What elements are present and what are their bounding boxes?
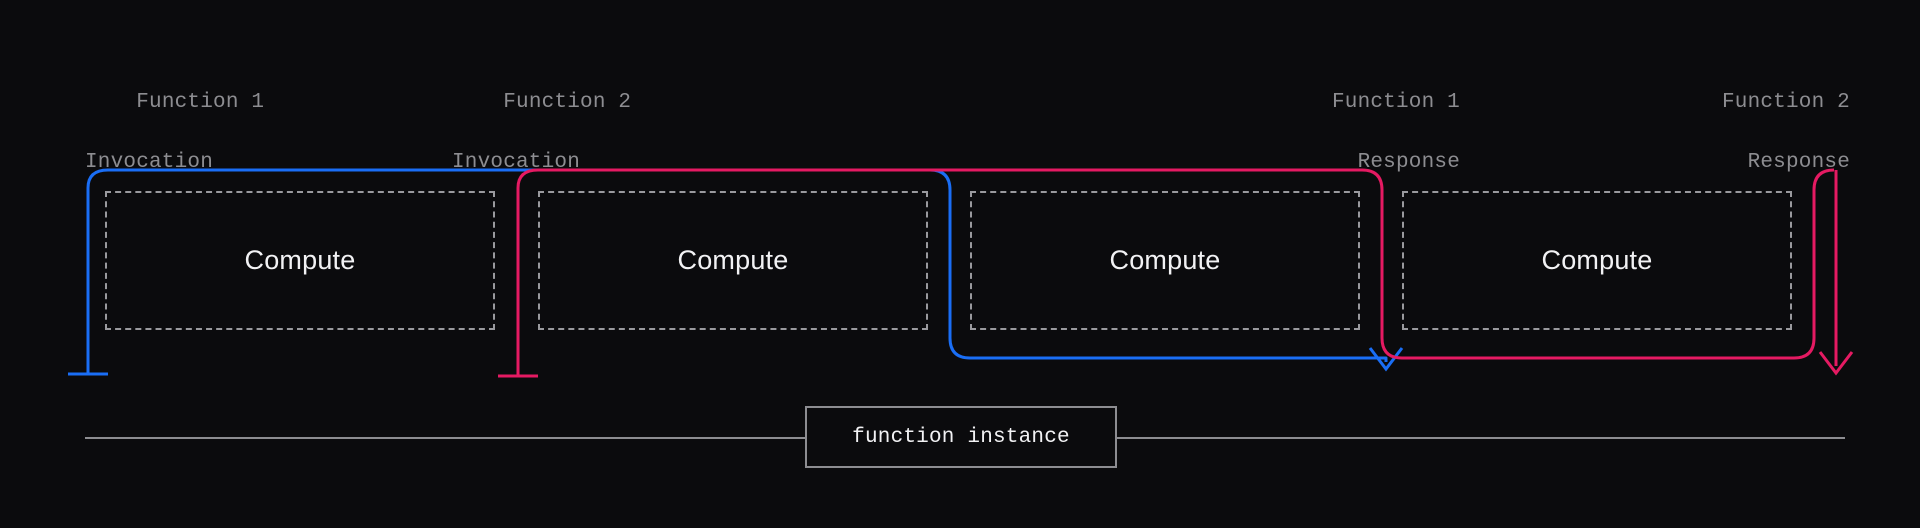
function-1-arrow-icon xyxy=(1368,347,1404,372)
compute-label: Compute xyxy=(677,245,789,275)
label-function-1-response: Function 1 Response xyxy=(1200,58,1460,238)
label-line-2: Invocation xyxy=(85,151,214,174)
compute-label: Compute xyxy=(244,245,356,275)
compute-box-1: Compute xyxy=(105,191,495,330)
label-line-1: Function 1 xyxy=(1331,91,1460,114)
compute-box-4: Compute xyxy=(1402,191,1792,330)
label-line-1: Function 2 xyxy=(1721,91,1850,114)
label-function-2-invocation: Function 2 Invocation xyxy=(452,58,712,238)
function-2-arrow-icon xyxy=(1818,351,1854,376)
compute-box-2: Compute xyxy=(538,191,928,330)
label-line-1: Function 1 xyxy=(136,91,265,114)
label-line-2: Response xyxy=(1357,151,1460,174)
compute-label: Compute xyxy=(1541,245,1653,275)
function-instance-box: function instance xyxy=(805,406,1117,468)
label-line-2: Response xyxy=(1747,151,1850,174)
label-line-1: Function 2 xyxy=(503,91,632,114)
function-instance-label: function instance xyxy=(852,425,1070,449)
label-line-2: Invocation xyxy=(452,151,581,174)
compute-box-3: Compute xyxy=(970,191,1360,330)
label-function-2-response: Function 2 Response xyxy=(1590,58,1850,238)
compute-label: Compute xyxy=(1109,245,1221,275)
label-function-1-invocation: Function 1 Invocation xyxy=(85,58,345,238)
